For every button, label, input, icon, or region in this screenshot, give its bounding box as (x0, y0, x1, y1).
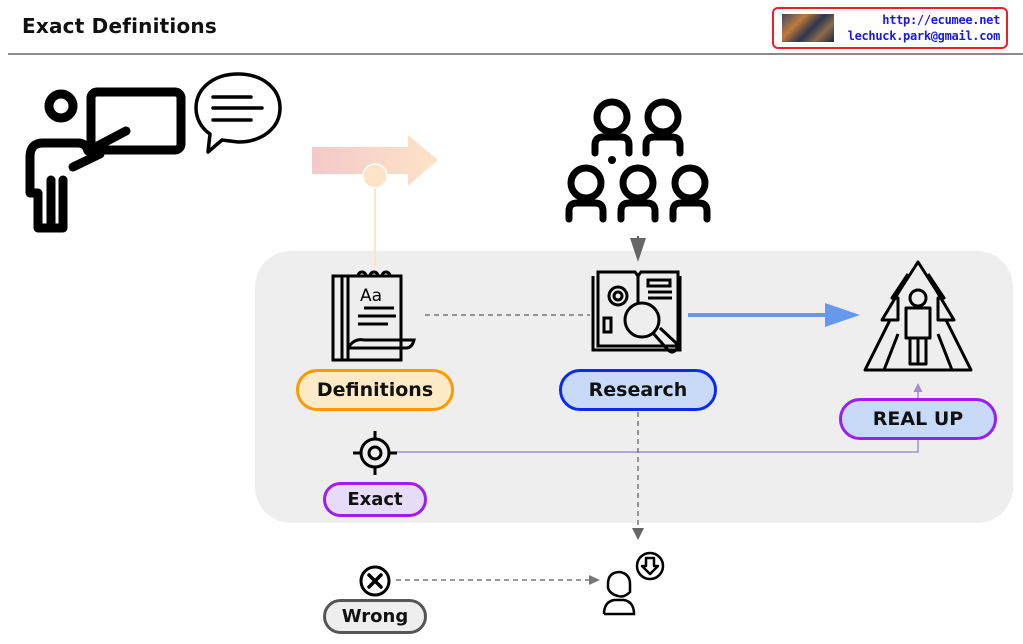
svg-text:Aa: Aa (360, 286, 382, 306)
author-badge: http://ecumee.net lechuck.park@gmail.com (772, 7, 1008, 49)
page-title: Exact Definitions (22, 14, 217, 38)
user-down-icon (602, 551, 665, 616)
header-divider (8, 53, 1023, 55)
person-growth-arrows-icon (863, 260, 973, 372)
audience-group-icon (565, 98, 711, 223)
speech-bubble-icon (194, 72, 282, 154)
exact-node-label[interactable]: Exact (323, 482, 427, 517)
research-label-text: Research (588, 379, 688, 401)
definitions-node-label[interactable]: Definitions (296, 369, 454, 411)
author-url[interactable]: http://ecumee.net (882, 13, 1000, 27)
author-thumbnail (782, 14, 834, 42)
real-up-label-text: REAL UP (872, 408, 964, 430)
wrong-label-text: Wrong (341, 606, 409, 627)
stem-node (362, 163, 388, 189)
definitions-label-text: Definitions (316, 379, 434, 401)
exact-to-realup-line (396, 440, 919, 453)
flow-arrow-gradient (312, 135, 438, 186)
real-up-node-label[interactable]: REAL UP (839, 398, 997, 440)
x-circle-icon (359, 565, 391, 597)
author-email[interactable]: lechuck.park@gmail.com (847, 29, 1001, 43)
exact-label-text: Exact (347, 489, 403, 510)
notebook-definition-icon: Aa (331, 270, 416, 362)
wrong-node-label[interactable]: Wrong (323, 599, 427, 634)
book-research-magnifier-icon (591, 270, 682, 354)
target-crosshair-icon (353, 431, 397, 475)
research-node-label[interactable]: Research (559, 369, 717, 411)
teacher-presentation-icon (25, 87, 186, 233)
